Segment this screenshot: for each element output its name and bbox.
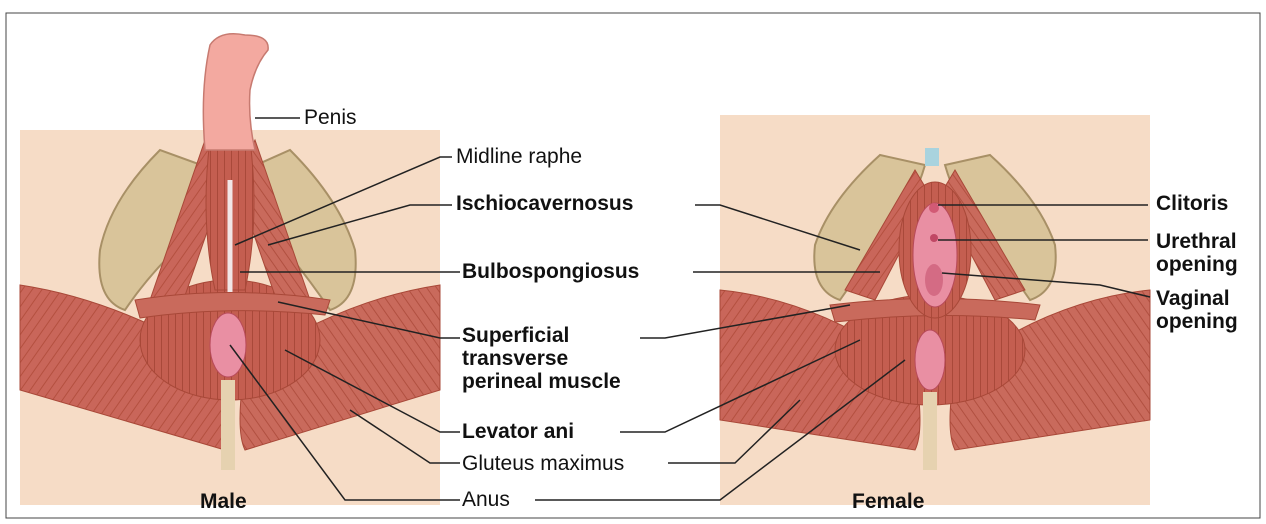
label-superficial-line2: transverse: [462, 347, 621, 370]
female-illustration: [720, 115, 1150, 505]
female-pubic-strip: [925, 148, 939, 166]
caption-male: Male: [200, 490, 247, 514]
female-urethra: [930, 234, 938, 242]
label-anus: Anus: [462, 488, 510, 512]
label-superficial-line1: Superficial: [462, 324, 621, 347]
label-urethral-line1: Urethral: [1156, 230, 1238, 253]
label-levator-ani: Levator ani: [462, 420, 574, 444]
label-ischiocavernosus: Ischiocavernosus: [456, 192, 633, 216]
label-superficial-line3: perineal muscle: [462, 370, 621, 393]
label-gluteus-maximus: Gluteus maximus: [462, 452, 624, 476]
label-vaginal-line1: Vaginal: [1156, 287, 1238, 310]
label-vaginal-line2: opening: [1156, 310, 1238, 333]
label-urethral-line2: opening: [1156, 253, 1238, 276]
label-clitoris: Clitoris: [1156, 192, 1228, 216]
label-midline-raphe: Midline raphe: [456, 145, 582, 169]
label-penis: Penis: [304, 106, 357, 130]
label-bulbospongiosus: Bulbospongiosus: [462, 260, 639, 284]
female-anus: [915, 330, 945, 390]
label-urethral-opening: Urethral opening: [1156, 230, 1238, 276]
caption-female: Female: [852, 490, 924, 514]
female-clitoris: [929, 203, 939, 213]
male-illustration: [20, 34, 440, 505]
label-vaginal-opening: Vaginal opening: [1156, 287, 1238, 333]
label-superficial-transverse-perineal: Superficial transverse perineal muscle: [462, 324, 621, 393]
male-anus: [210, 313, 246, 377]
female-vagina: [925, 264, 943, 296]
